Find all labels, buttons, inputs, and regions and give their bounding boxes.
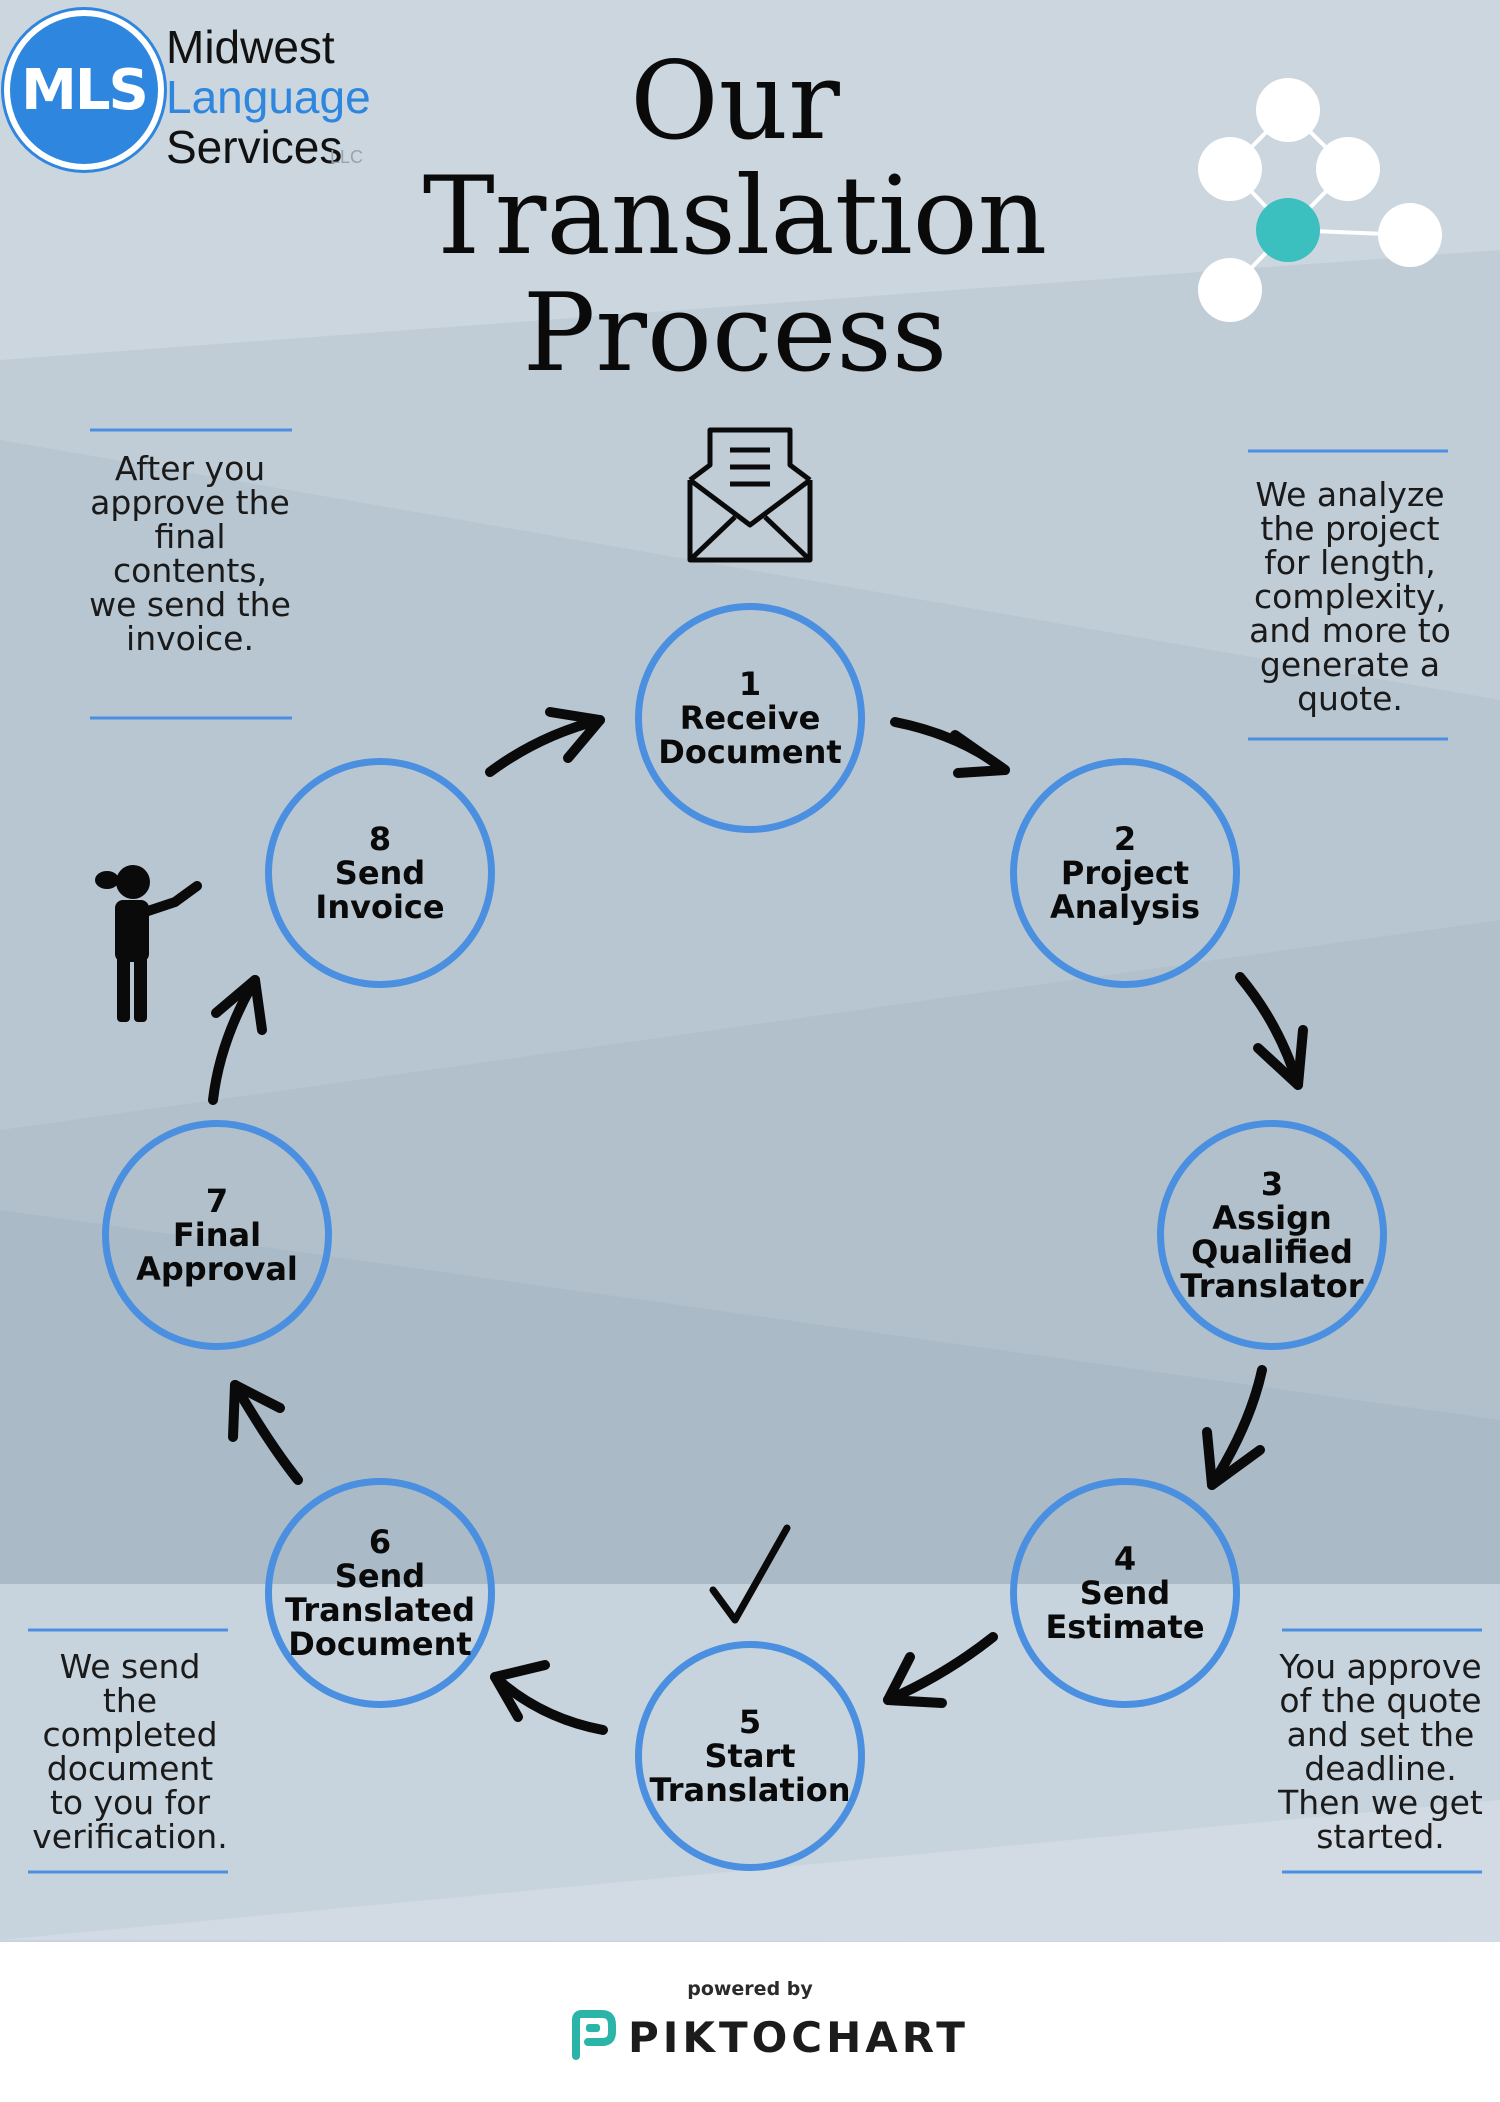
step-1-circle: 1 Receive Document xyxy=(635,603,865,833)
arrow-5-to-6 xyxy=(490,1660,608,1735)
arrow-8-to-1 xyxy=(485,707,605,777)
step-8-circle: 8 Send Invoice xyxy=(265,758,495,988)
infographic-canvas: MLS Midwest Language Services LLC Our Tr… xyxy=(0,0,1500,1942)
step-number: 2 xyxy=(1113,820,1137,858)
step-3-circle: 3 Assign Qualified Translator xyxy=(1157,1120,1387,1350)
page-title-line-2: Translation xyxy=(422,154,1048,279)
arrow-3-to-4 xyxy=(1202,1365,1267,1490)
arrow-7-to-8 xyxy=(208,975,267,1105)
footer-powered-by: powered by xyxy=(687,1978,813,2000)
page-title-line-1: Our xyxy=(630,39,840,164)
step-2-circle: 2 Project Analysis xyxy=(1010,758,1240,988)
network-nodes-icon xyxy=(1198,78,1442,322)
arrow-2-to-3 xyxy=(1235,972,1308,1090)
step-number: 4 xyxy=(1113,1540,1137,1578)
step-label: Send Translated Document xyxy=(285,1557,475,1663)
step-label: Receive Document xyxy=(658,699,842,771)
footer-brand-name: PIKTOCHART xyxy=(628,2013,969,2062)
checkmark-icon xyxy=(709,1524,791,1624)
note-analyze: We analyze the project for length, compl… xyxy=(1249,475,1451,718)
arrow-4-to-5 xyxy=(883,1632,998,1708)
page-title-line-3: Process xyxy=(522,271,948,396)
step-label: Start Translation xyxy=(649,1737,851,1809)
step-label: Send Estimate xyxy=(1045,1574,1205,1646)
step-number: 3 xyxy=(1260,1165,1284,1203)
note-verify: We send the completed document to you fo… xyxy=(32,1647,228,1856)
envelope-icon xyxy=(687,427,813,563)
step-number: 7 xyxy=(205,1182,229,1220)
step-label: Send Invoice xyxy=(315,854,445,926)
step-number: 1 xyxy=(738,665,762,703)
step-5-circle: 5 Start Translation xyxy=(635,1641,865,1871)
logo-text-llc: LLC xyxy=(330,147,364,167)
logo-text-services: Services xyxy=(166,121,343,173)
step-4-circle: 4 Send Estimate xyxy=(1010,1478,1240,1708)
logo-text-language: Language xyxy=(166,71,371,123)
logo-text-midwest: Midwest xyxy=(166,21,335,73)
step-7-circle: 7 Final Approval xyxy=(102,1120,332,1350)
step-number: 5 xyxy=(738,1703,762,1741)
process-arrows xyxy=(208,707,1308,1735)
company-logo-badge: MLS xyxy=(4,10,164,170)
step-number: 8 xyxy=(368,820,392,858)
note-approve: You approve of the quote and set the dea… xyxy=(1278,1647,1483,1856)
step-label: Final Approval xyxy=(136,1216,298,1288)
step-number: 6 xyxy=(368,1523,392,1561)
note-dividers xyxy=(28,428,1482,1874)
person-pointing-icon xyxy=(95,865,202,1022)
arrow-1-to-2 xyxy=(890,717,1010,778)
piktochart-logo-icon xyxy=(572,2010,616,2060)
step-label: Project Analysis xyxy=(1049,854,1201,926)
step-label: Assign Qualified Translator xyxy=(1180,1199,1364,1305)
step-6-circle: 6 Send Translated Document xyxy=(265,1478,495,1708)
note-invoice: After you approve the final contents, we… xyxy=(89,449,291,658)
arrow-6-to-7 xyxy=(228,1380,303,1485)
